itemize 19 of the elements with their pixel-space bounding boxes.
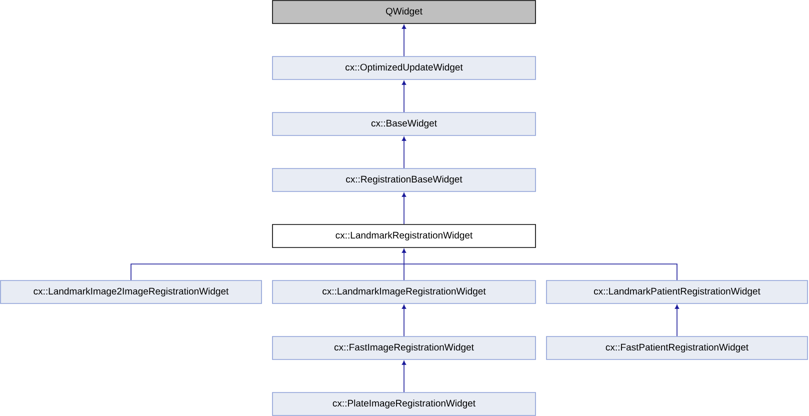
class-box: cx::LandmarkPatientRegistrationWidget (546, 280, 808, 304)
arrow (402, 304, 406, 336)
arrow (402, 24, 406, 56)
class-box: cx::LandmarkRegistrationWidget (272, 224, 536, 248)
arrow (130, 248, 678, 280)
class-box: cx::FastImageRegistrationWidget (272, 336, 536, 360)
class-box: cx::LandmarkImage2ImageRegistrationWidget (0, 280, 262, 304)
arrow (402, 80, 406, 112)
arrow (402, 360, 406, 392)
class-box: cx::PlateImageRegistrationWidget (272, 392, 536, 416)
arrow (402, 192, 406, 224)
class-box: cx::FastPatientRegistrationWidget (546, 336, 808, 360)
class-box: cx::LandmarkImageRegistrationWidget (272, 280, 536, 304)
arrow (674, 304, 680, 336)
class-box: cx::RegistrationBaseWidget (272, 168, 536, 192)
class-box: cx::BaseWidget (272, 112, 536, 136)
arrow (402, 136, 406, 168)
class-box: cx::OptimizedUpdateWidget (272, 56, 536, 80)
class-box: QWidget (272, 0, 536, 24)
